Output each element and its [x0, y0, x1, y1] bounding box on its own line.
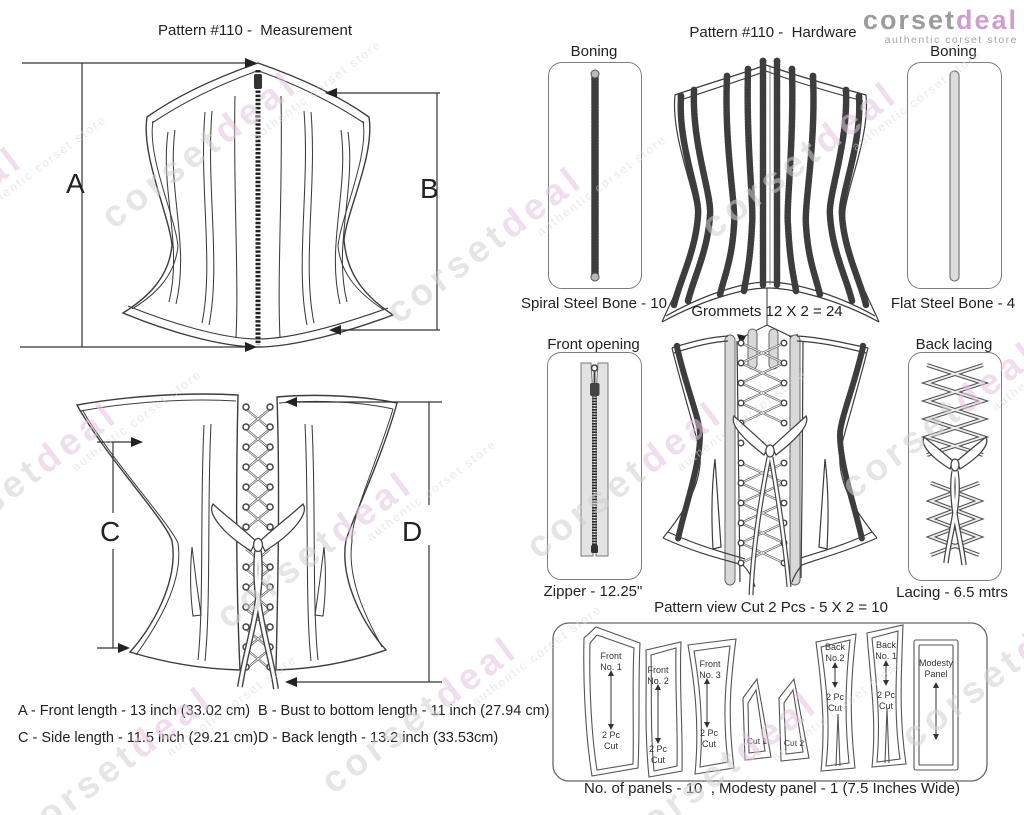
piece-front2-label: Front	[647, 665, 669, 675]
spiral-steel-bone-drawing	[590, 69, 600, 282]
measurement-back-corset-drawing: C D	[75, 393, 442, 690]
svg-text:2 Pc: 2 Pc	[649, 744, 668, 754]
back-lacing-drawing	[211, 403, 305, 690]
svg-text:Cut: Cut	[828, 703, 843, 713]
svg-text:No. 2: No. 2	[647, 676, 669, 686]
pattern-pieces-drawing: Front No. 1 2 Pc Cut Front No. 2 2 Pc Cu…	[552, 622, 988, 782]
dim-label-c: C	[100, 516, 120, 547]
zipper-drawing	[580, 362, 609, 557]
zipper-box	[547, 352, 642, 580]
svg-text:2 Pc: 2 Pc	[826, 692, 845, 702]
svg-text:Cut: Cut	[651, 755, 666, 765]
back-lacing-label: Back lacing	[915, 336, 993, 353]
boning-right-label: Boning	[930, 43, 977, 60]
svg-text:Cut: Cut	[604, 741, 619, 751]
legend-back-length: D - Back length - 13.2 inch (33.53cm)	[258, 730, 499, 746]
brand-logo: corsetdeal authentic corset store	[862, 5, 1018, 47]
svg-text:No. 1: No. 1	[875, 651, 897, 661]
lacing-caption: Lacing - 6.5 mtrs	[896, 584, 1008, 601]
back-lacing-bow	[732, 414, 808, 458]
front-zipper-drawing	[254, 70, 262, 345]
legend-front-length: A - Front length - 13 inch (33.02 cm)	[18, 703, 251, 719]
lacing-bow	[211, 502, 305, 553]
measurement-front-corset-drawing: A B	[20, 58, 440, 352]
lacing-drawing	[920, 363, 990, 566]
flat-steel-bone-drawing	[949, 70, 960, 282]
svg-text:No.2: No.2	[825, 653, 844, 663]
piece-back1-label: Back	[876, 640, 897, 650]
dim-label-b: B	[420, 173, 439, 204]
flat-bone-caption: Flat Steel Bone - 4	[890, 295, 1016, 312]
svg-text:2 Pc: 2 Pc	[602, 730, 621, 740]
svg-text:2 Pc: 2 Pc	[877, 690, 896, 700]
piece-cut1-label: Cut 1	[747, 736, 768, 746]
svg-text:2 Pc: 2 Pc	[700, 728, 719, 738]
piece-cut2-label: Cut 2	[784, 738, 805, 748]
piece-front3-label: Front	[699, 659, 721, 669]
hardware-boned-corset-drawing	[661, 57, 880, 323]
svg-text:Panel: Panel	[924, 669, 947, 679]
spiral-bone-box	[548, 62, 642, 289]
dim-label-d: D	[402, 516, 422, 547]
grommets-caption: Grommets 12 X 2 = 24	[691, 303, 843, 320]
dim-label-a: A	[66, 168, 85, 199]
brand-logo-text: corset	[862, 5, 956, 35]
pattern-view-title: Pattern view Cut 2 Pcs - 5 X 2 = 10	[654, 599, 888, 616]
bone-casing-bars	[724, 328, 801, 586]
piece-back2-label: Back	[825, 642, 846, 652]
spiral-bone-caption: Spiral Steel Bone - 10	[521, 295, 667, 312]
side-spiral-bones	[674, 344, 866, 542]
spiral-bones	[670, 57, 870, 309]
piece-modesty-label: Modesty	[919, 658, 954, 668]
piece-front1-label: Front	[600, 651, 622, 661]
dimension-lines-ab	[20, 62, 440, 348]
flat-bone-box	[907, 62, 1002, 289]
svg-text:Cut: Cut	[702, 739, 717, 749]
legend-bust-length: B - Bust to bottom length - 11 inch (27.…	[258, 703, 550, 719]
brand-tagline: authentic corset store	[884, 34, 1018, 47]
front-opening-label: Front opening	[547, 336, 640, 353]
pattern-footer: No. of panels - 10 , Modesty panel - 1 (…	[583, 780, 961, 797]
svg-text:No. 1: No. 1	[600, 662, 622, 672]
measurement-title: Pattern #110 - Measurement	[158, 22, 352, 39]
boning-left-label: Boning	[570, 43, 618, 60]
zipper-caption: Zipper - 12.25"	[543, 583, 643, 600]
legend-side-length: C - Side length - 11.5 inch (29.21 cm)	[18, 730, 258, 746]
svg-text:No. 3: No. 3	[699, 670, 721, 680]
svg-text:Cut: Cut	[879, 701, 894, 711]
hardware-laced-corset-drawing	[662, 288, 878, 596]
lacing-box	[908, 352, 1002, 581]
hardware-title: Pattern #110 - Hardware	[689, 24, 857, 41]
dimension-lines-cd	[97, 401, 442, 683]
